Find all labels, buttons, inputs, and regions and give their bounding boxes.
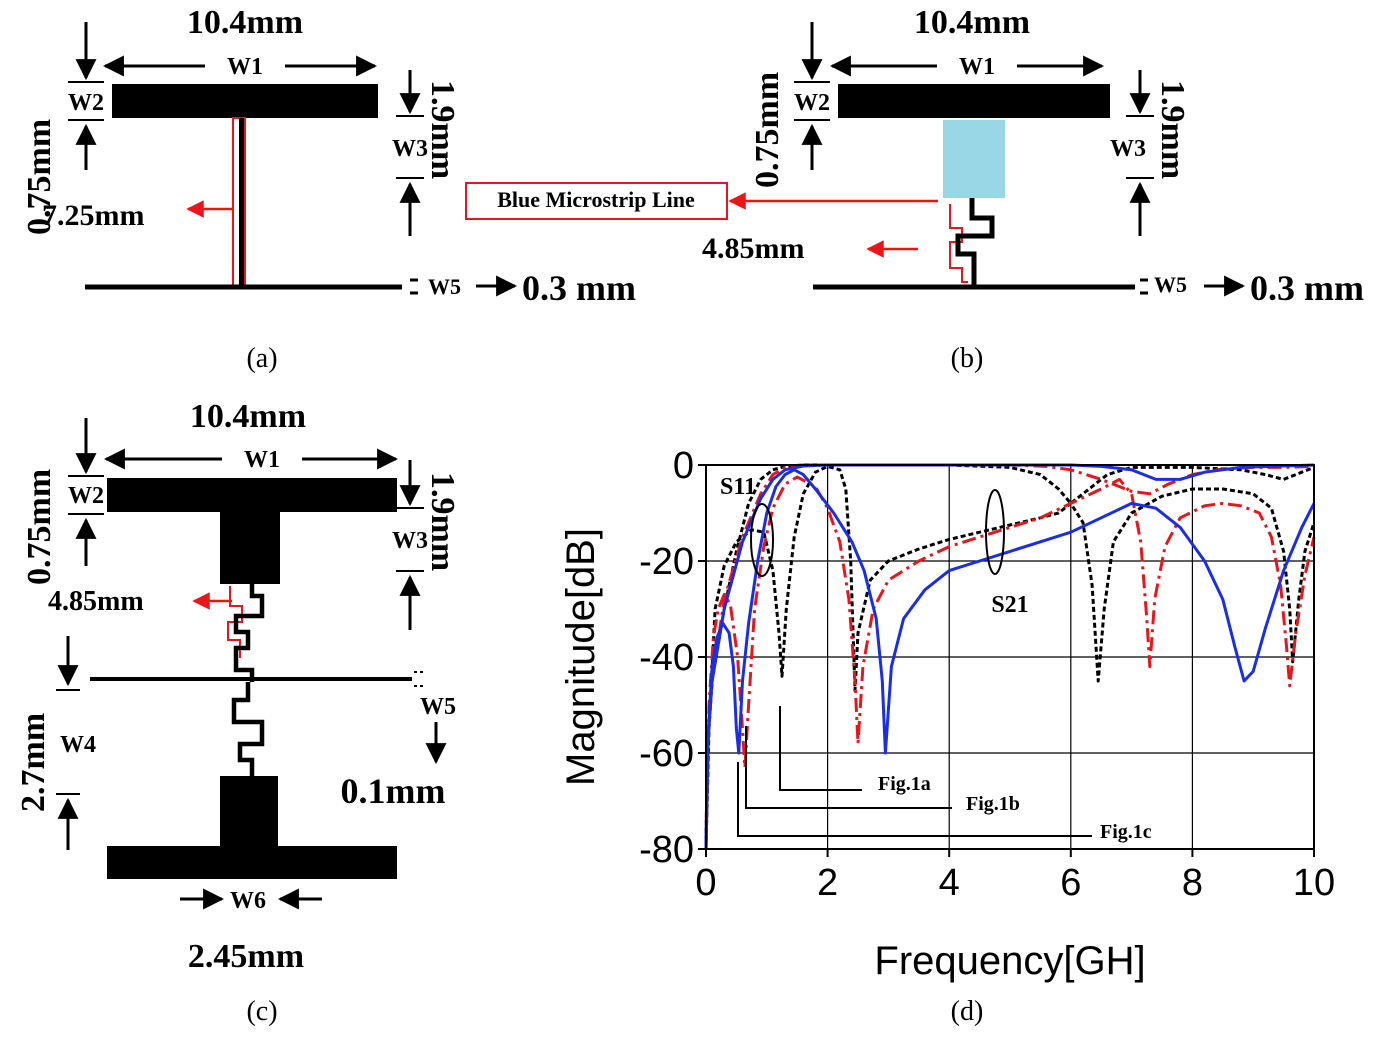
w3-value-label: 1.9mm [1154,80,1191,179]
w5-label: W5 [428,274,461,299]
w1-label: W1 [244,447,280,473]
x-tick-label: 2 [817,862,838,904]
x-axis-title: Frequency[GH] [874,939,1145,983]
series-line-fig1c-s21 [704,468,1316,850]
top-patch [107,478,397,512]
w4-label: W4 [60,732,96,758]
w1-value-label: 10.4mm [914,4,1030,41]
w6-label: W6 [230,888,266,914]
meander-lower [231,682,265,776]
w2-label: W2 [794,90,830,116]
leader-line-fig1a [779,706,862,791]
w5-value-label: 0.1mm [341,771,446,811]
panel-d-chart: 0 2 4 6 8 10 0 -20 -40 -60 -80 Frequency[GH] Magni… [559,445,1335,1027]
stub-line [239,118,244,286]
leader-line-fig1b [745,726,952,809]
w3-value-label: 1.9mm [424,80,461,179]
x-tick-label: 10 [1293,862,1335,904]
y-axis-title: Magnitude[dB] [559,528,603,786]
w5-value-label: 0.3 mm [1250,268,1364,308]
leader-label-fig1b: Fig.1b [966,793,1020,815]
x-tick-label: 6 [1060,862,1081,904]
panel-c: 10.4mm W1 0.75mm W2 W3 1.9mm 4.85mm W4 2… [15,398,461,1027]
w3-label: W3 [392,528,428,554]
y-tick-label: -20 [639,541,694,583]
w1-label: W1 [227,54,263,80]
w1-label-bg [222,447,302,471]
leader-label-fig1c: Fig.1c [1100,821,1152,843]
stub-length-label: 4.85mm [48,586,144,617]
meander-line [955,198,995,287]
meander-outline [949,204,968,283]
w2-value-label: 0.75mm [21,119,58,235]
y-tick-label: 0 [673,445,694,487]
w5-label: W5 [1154,272,1187,297]
x-tick-label: 0 [695,862,716,904]
s11-ellipse [750,503,774,577]
s21-annotation: S21 [991,592,1028,618]
top-stem [220,512,280,584]
w1-value-label: 10.4mm [190,398,306,435]
s21-ellipse [985,489,1005,575]
blue-microstrip-line [943,120,1005,198]
w3-label: W3 [392,136,428,162]
w2-value-label: 0.75mm [21,469,58,585]
w5-value-label: 0.3 mm [522,268,636,308]
top-patch [112,84,378,118]
stub-length-label: 4.85mm [702,232,804,265]
callout-label: Blue Microstrip Line [497,187,695,212]
y-tick-label: -80 [639,829,694,871]
s11-annotation: S11 [720,474,756,500]
w1-label-bg [205,54,285,78]
callout-box [465,182,728,220]
caption-c: (c) [246,996,277,1027]
y-tick-label: -60 [639,733,694,775]
w1-label-bg [937,54,1017,78]
meander-upper [233,584,265,682]
leader-line-fig1c [737,762,1092,837]
w1-label: W1 [959,54,995,80]
series-line-fig1a-s11 [704,463,1315,850]
caption-b: (b) [951,343,984,374]
caption-a: (a) [246,343,277,374]
top-patch [838,84,1110,118]
w5-label: W5 [420,694,456,720]
panel-b: 10.4mm W1 0.75mm W2 W3 1.9mm Blue Micros… [465,4,1364,374]
caption-d: (d) [951,996,984,1027]
w6-value-label: 2.45mm [188,938,304,975]
chart-grid [706,465,1314,849]
x-tick-label: 4 [939,862,960,904]
w3-value-label: 1.9mm [424,472,461,571]
w1-value-label: 10.4mm [187,4,303,41]
leader-label-fig1a: Fig.1a [878,773,931,795]
bottom-stem [220,776,278,848]
w2-label: W2 [68,483,104,509]
y-tick-label: -40 [639,637,694,679]
panel-a: 10.4mm W1 0.75mm W2 W3 1.9mm 7.25mm W5 0… [21,4,636,374]
w2-label: W2 [68,90,104,116]
chart-ticks: 0 2 4 6 8 10 0 -20 -40 -60 -80 [639,445,1335,904]
w3-label: W3 [1110,136,1146,162]
w4-value-label: 2.7mm [15,713,52,812]
stub-length-label: 7.25mm [42,199,144,232]
w2-value-label: 0.75mm [749,72,786,188]
bottom-patch [107,846,397,879]
series-line-fig1a-s21 [704,464,1316,850]
x-tick-label: 8 [1182,862,1203,904]
